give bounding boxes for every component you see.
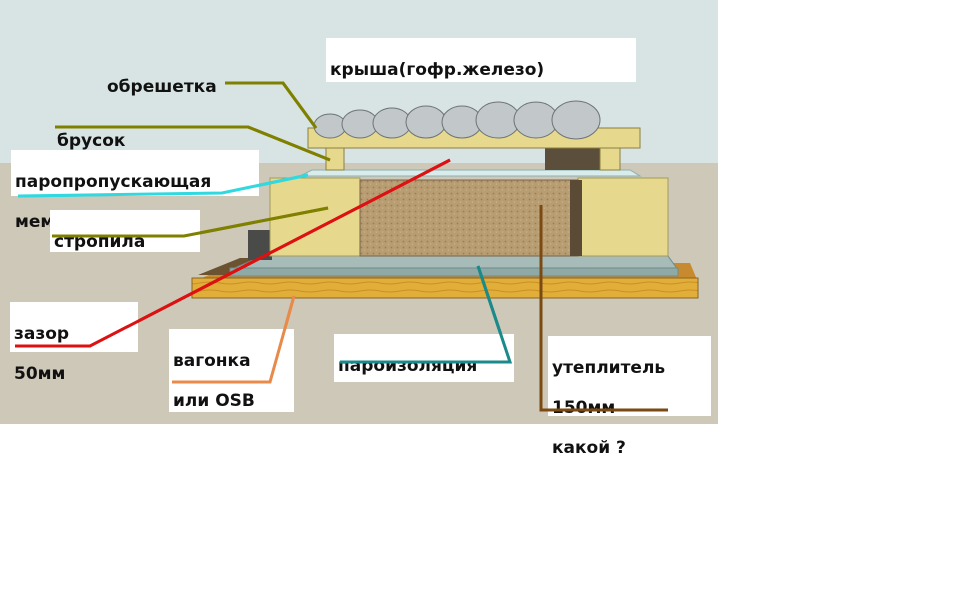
roof-wave — [475, 101, 521, 139]
label-gap-text-1: зазор — [14, 324, 70, 344]
label-lining-text-2: или OSB — [173, 391, 255, 411]
label-rafters-text: стропила — [54, 232, 146, 252]
label-rafters: стропила — [50, 210, 200, 252]
label-bar: брусок — [53, 109, 153, 151]
insulation-block — [359, 179, 579, 257]
rafter-right — [577, 177, 669, 257]
roof-wave — [405, 105, 447, 139]
insulation-side — [570, 180, 582, 256]
lining-board — [191, 277, 699, 299]
roof-wave — [513, 101, 559, 139]
roof-wave — [551, 100, 601, 140]
label-lining-text-1: вагонка — [173, 351, 251, 371]
label-roof-text: крыша(гофр.железо) — [330, 60, 545, 80]
counter-bar-right-shadow — [545, 148, 603, 170]
label-vapor-barrier: пароизоляция — [334, 334, 514, 382]
label-vapor-barrier-text: пароизоляция — [338, 356, 478, 376]
label-membrane: паропропускающая мембрана — [11, 150, 259, 232]
membrane-layer — [299, 169, 642, 177]
label-gap-text-2: 50мм — [14, 364, 66, 384]
corrugated-roof — [313, 100, 601, 140]
label-gap: зазор 50мм — [10, 302, 138, 384]
label-lining: вагонка или OSB — [169, 329, 294, 412]
roof-wave — [372, 107, 412, 139]
label-bar-text: брусок — [57, 131, 126, 151]
label-battens-text: обрешетка — [107, 77, 217, 97]
label-battens: обрешетка — [103, 55, 285, 97]
counter-bar-right — [599, 147, 621, 171]
vapor-barrier-edge — [229, 267, 679, 277]
label-insulation-text-3: какой ? — [552, 438, 626, 458]
label-insulation: утеплитель 150мм какой ? — [548, 336, 711, 458]
label-insulation-text-1: утеплитель — [552, 358, 666, 378]
label-insulation-text-2: 150мм — [552, 398, 616, 418]
label-roof: крыша(гофр.железо) — [326, 38, 636, 82]
roof-wave — [313, 113, 347, 139]
label-membrane-text-1: паропропускающая — [15, 172, 212, 192]
